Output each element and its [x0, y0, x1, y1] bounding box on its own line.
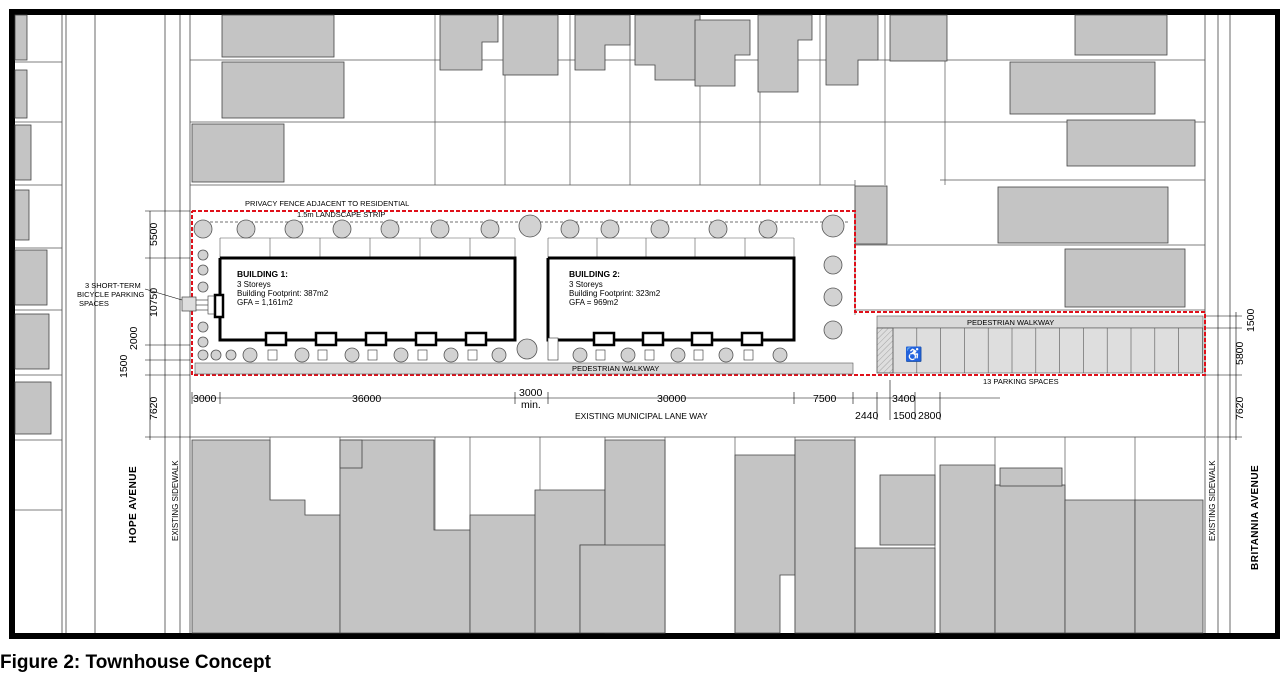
- tree-icon: [197, 336, 209, 348]
- tree-icon: [242, 347, 258, 363]
- tree-icon: [197, 349, 209, 361]
- dim-7500: 7500: [813, 393, 837, 405]
- entry-steps: [207, 295, 754, 361]
- building-2-footprint: Building Footprint: 323m2: [569, 289, 661, 298]
- tree-icon: [670, 347, 686, 363]
- dim-2440: 2440: [855, 410, 879, 422]
- tree-icon: [572, 347, 588, 363]
- tree-icon: [236, 219, 256, 239]
- figure-caption: Figure 2: Townhouse Concept: [0, 652, 271, 673]
- tree-icon: [393, 347, 409, 363]
- accessible-aisle: [876, 327, 894, 374]
- tree-icon: [708, 219, 728, 239]
- dim-2000: 2000: [128, 326, 140, 350]
- tree-icon: [344, 347, 360, 363]
- tree-icon: [193, 219, 213, 239]
- parking-spaces-label: 13 PARKING SPACES: [983, 377, 1059, 386]
- tree-icon: [197, 249, 209, 261]
- unit-entry-bumps: [213, 293, 764, 347]
- bicycle-label-line2: BICYCLE PARKING: [77, 290, 145, 299]
- street-lines: [61, 15, 1231, 633]
- dim-30000: 30000: [657, 393, 686, 405]
- tree-icon: [823, 320, 843, 340]
- tree-icon: [758, 219, 778, 239]
- tree-icon: [225, 349, 237, 361]
- parking-stall-lines: [892, 328, 1203, 373]
- dim-5800-right: 5800: [1234, 341, 1246, 365]
- sidewalk-west-label: EXISTING SIDEWALK: [171, 460, 180, 541]
- unit-divider-lines: [219, 237, 795, 258]
- dim-3000-mid-min: min.: [521, 399, 541, 411]
- existing-buildings: [14, 14, 1204, 634]
- tree-icon: [197, 321, 209, 333]
- bicycle-label-line1: 3 SHORT-TERM: [85, 281, 141, 290]
- tree-icon: [516, 338, 538, 360]
- building-2-gfa: GFA = 969m2: [569, 298, 619, 307]
- dim-2800: 2800: [918, 410, 942, 422]
- tree-icon: [823, 255, 843, 275]
- dim-3000-mid: 3000: [519, 387, 543, 399]
- sidewalk-east-label: EXISTING SIDEWALK: [1208, 460, 1217, 541]
- site-boundary: [191, 210, 1206, 376]
- tree-icon: [210, 349, 222, 361]
- dim-7620-left: 7620: [148, 396, 160, 420]
- dim-3000-left: 3000: [193, 393, 217, 405]
- tree-icon: [821, 214, 845, 238]
- bicycle-leader: [144, 288, 183, 301]
- britannia-avenue-label: BRITANNIA AVENUE: [1250, 465, 1261, 570]
- landscape-strip-label: 1.5m LANDSCAPE STRIP: [297, 210, 385, 219]
- bicycle-parking: [181, 296, 208, 312]
- tree-icon: [197, 281, 209, 293]
- hope-avenue-label: HOPE AVENUE: [128, 466, 139, 543]
- building-outlines: [218, 256, 796, 342]
- dim-1500: 1500: [893, 410, 917, 422]
- parking-walkway-label: PEDESTRIAN WALKWAY: [967, 318, 1054, 327]
- building-1-title: BUILDING 1:: [237, 269, 288, 279]
- pedestrian-walkway-south: [194, 362, 854, 375]
- building-1-footprint: Building Footprint: 387m2: [237, 289, 329, 298]
- bicycle-label-line3: SPACES: [79, 299, 109, 308]
- lane-way-label: EXISTING MUNICIPAL LANE WAY: [575, 411, 708, 421]
- tree-icon: [332, 219, 352, 239]
- tree-group: [193, 214, 845, 363]
- tree-icon: [380, 219, 400, 239]
- tree-icon: [600, 219, 620, 239]
- tree-icon: [443, 347, 459, 363]
- privacy-fence-label: PRIVACY FENCE ADJACENT TO RESIDENTIAL: [245, 199, 409, 208]
- tree-icon: [560, 219, 580, 239]
- tree-icon: [650, 219, 670, 239]
- dim-7620-right: 7620: [1234, 396, 1246, 420]
- tree-icon: [718, 347, 734, 363]
- dim-10750: 10750: [148, 288, 160, 317]
- pedestrian-walkway-label: PEDESTRIAN WALKWAY: [572, 364, 659, 373]
- dim-1500-left: 1500: [118, 354, 130, 378]
- tree-icon: [620, 347, 636, 363]
- building-1-storeys: 3 Storeys: [237, 280, 271, 289]
- building-1-gfa: GFA = 1,161m2: [237, 298, 293, 307]
- dimension-lines: [145, 210, 1242, 440]
- tree-icon: [491, 347, 507, 363]
- tree-icon: [823, 287, 843, 307]
- tree-icon: [518, 214, 542, 238]
- tree-icon: [197, 264, 209, 276]
- tree-icon: [284, 219, 304, 239]
- tree-icon: [294, 347, 310, 363]
- parking-area: [876, 327, 1204, 374]
- accessible-parking-icon: ♿: [905, 346, 922, 363]
- tree-icon: [480, 219, 500, 239]
- dim-5500: 5500: [148, 222, 160, 246]
- dim-36000: 36000: [352, 393, 381, 405]
- dim-3400: 3400: [892, 393, 916, 405]
- tree-icon: [772, 347, 788, 363]
- building-2-storeys: 3 Storeys: [569, 280, 603, 289]
- building-2-outline: [546, 256, 796, 342]
- building-2-title: BUILDING 2:: [569, 269, 620, 279]
- dim-1500-right: 1500: [1245, 308, 1257, 332]
- tree-icon: [430, 219, 450, 239]
